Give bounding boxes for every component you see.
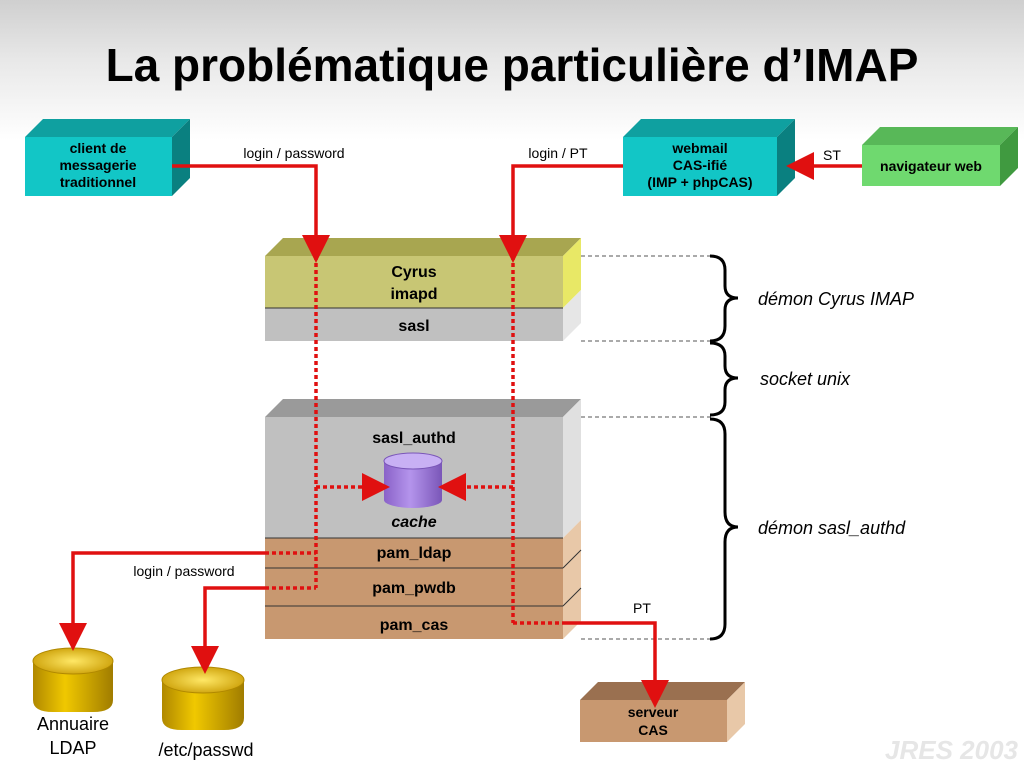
guide-lines bbox=[581, 255, 712, 640]
client-label-2: messagerie bbox=[59, 157, 136, 173]
cache-db-icon bbox=[383, 452, 443, 508]
brace-label-saslauthd: démon sasl_authd bbox=[758, 518, 906, 538]
serveur-cas-label-1: serveur bbox=[628, 704, 679, 720]
client-label-1: client de bbox=[70, 140, 127, 156]
brace-label-cyrus: démon Cyrus IMAP bbox=[758, 289, 914, 309]
cyrus-stack: Cyrus imapd sasl bbox=[265, 238, 581, 341]
navigateur-box: navigateur web bbox=[862, 127, 1018, 186]
arrows-dotted bbox=[265, 256, 563, 625]
annuaire-label-2: LDAP bbox=[49, 738, 96, 758]
pam-ldap-label: pam_ldap bbox=[377, 545, 452, 562]
arrows-solid bbox=[59, 152, 862, 708]
brace-cyrus bbox=[709, 254, 739, 343]
page-title: La problématique particulière d’IMAP bbox=[105, 39, 919, 91]
label-pt: PT bbox=[633, 600, 651, 616]
cyrus-label-2: imapd bbox=[390, 286, 437, 303]
client-box: client de messagerie traditionnel bbox=[25, 119, 190, 196]
label-st: ST bbox=[823, 147, 841, 163]
brace-saslauthd bbox=[709, 417, 739, 641]
label-login-password-top: login / password bbox=[243, 145, 344, 161]
brace-label-socket: socket unix bbox=[760, 369, 851, 389]
serveur-cas-label-2: CAS bbox=[638, 722, 668, 738]
navigateur-label: navigateur web bbox=[880, 158, 982, 174]
saslauthd-label: sasl_authd bbox=[372, 430, 456, 447]
serveur-cas-box: serveur CAS bbox=[580, 682, 745, 742]
cache-label: cache bbox=[391, 514, 436, 531]
webmail-label-3: (IMP + phpCAS) bbox=[647, 174, 752, 190]
etc-passwd-db-icon bbox=[161, 666, 245, 730]
pam-cas-label: pam_cas bbox=[380, 617, 449, 634]
client-label-3: traditionnel bbox=[60, 174, 136, 190]
watermark-logo: JRES 2003 bbox=[885, 735, 1018, 765]
sasl-label: sasl bbox=[398, 318, 429, 335]
label-login-pt: login / PT bbox=[528, 145, 588, 161]
annuaire-ldap-db-icon bbox=[32, 647, 114, 712]
pam-pwdb-label: pam_pwdb bbox=[372, 580, 456, 597]
label-login-password-bottom: login / password bbox=[133, 563, 234, 579]
brace-socket bbox=[709, 341, 739, 417]
webmail-label-2: CAS-ifié bbox=[673, 157, 728, 173]
annuaire-label-1: Annuaire bbox=[37, 714, 109, 734]
webmail-label-1: webmail bbox=[671, 140, 727, 156]
webmail-box: webmail CAS-ifié (IMP + phpCAS) bbox=[623, 119, 795, 196]
saslauthd-stack: sasl_authd cache pam_ldap pam_pwdb pam_c… bbox=[265, 399, 582, 639]
cyrus-label-1: Cyrus bbox=[391, 264, 436, 281]
passwd-label: /etc/passwd bbox=[158, 740, 253, 760]
